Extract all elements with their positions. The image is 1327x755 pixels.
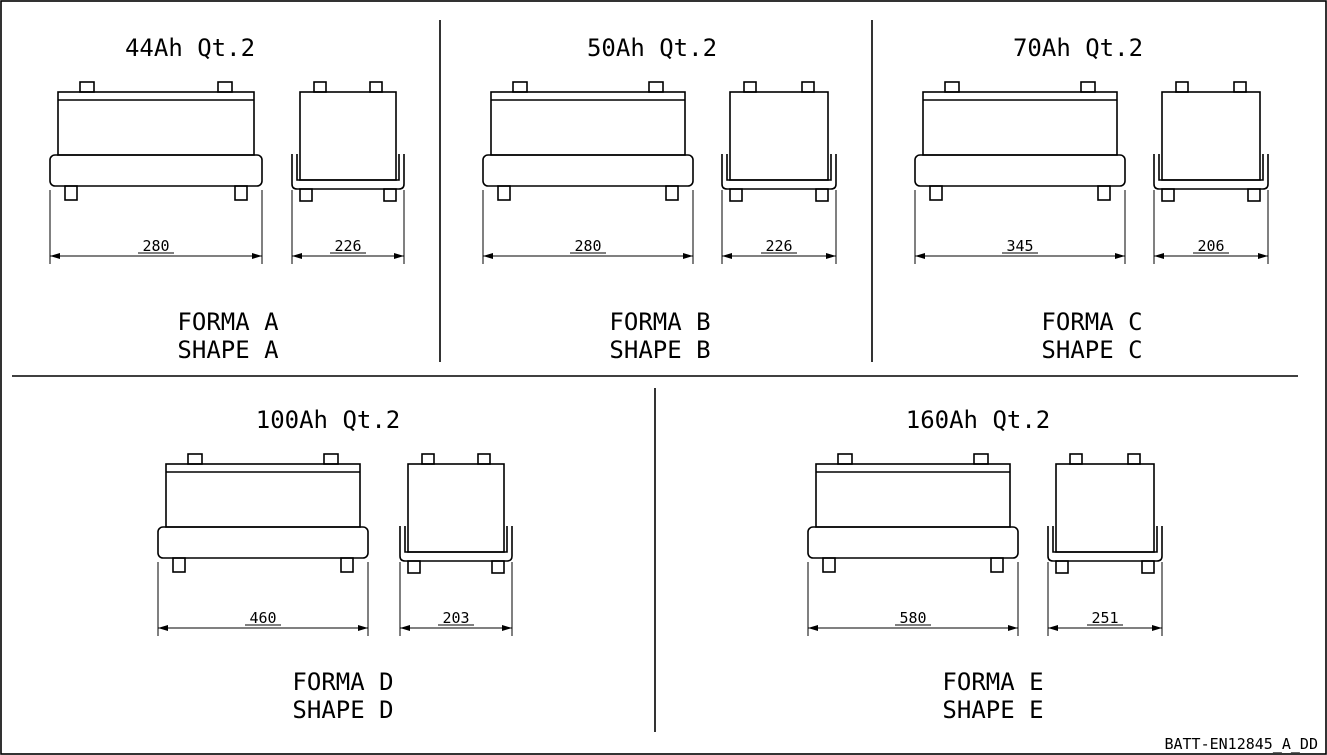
length-dimension: 345 [914, 190, 1126, 264]
capacity-title: 44Ah Qt.2 [125, 34, 255, 62]
battery-side-view [157, 453, 369, 573]
forma-label: FORMA A [177, 308, 279, 336]
forma-label: FORMA E [942, 668, 1043, 696]
length-dimension: 580 [807, 562, 1019, 636]
battery-side-view [49, 81, 263, 201]
shape-label: SHAPE B [609, 336, 710, 364]
battery-side-view [807, 453, 1019, 573]
width-dimension-value: 251 [1091, 609, 1118, 627]
forma-label: FORMA C [1041, 308, 1142, 336]
length-dimension-value: 460 [249, 609, 276, 627]
forma-label: FORMA B [609, 308, 710, 336]
length-dimension-value: 345 [1006, 237, 1033, 255]
battery-end-view [291, 81, 405, 202]
width-dimension-value: 203 [442, 609, 469, 627]
capacity-title: 100Ah Qt.2 [256, 406, 401, 434]
length-dimension-value: 280 [574, 237, 601, 255]
battery-end-view [721, 81, 837, 202]
width-dimension-value: 226 [334, 237, 361, 255]
shape-label: SHAPE C [1041, 336, 1142, 364]
width-dimension-value: 226 [765, 237, 792, 255]
width-dimension-value: 206 [1197, 237, 1224, 255]
capacity-title: 50Ah Qt.2 [587, 34, 717, 62]
width-dimension: 206 [1153, 190, 1269, 264]
battery-end-view [1047, 453, 1163, 574]
battery-side-view [914, 81, 1126, 201]
forma-label: FORMA D [292, 668, 393, 696]
drawing-code: BATT-EN12845_A_DD [1164, 735, 1318, 753]
shape-label: SHAPE A [177, 336, 279, 364]
length-dimension-value: 280 [142, 237, 169, 255]
battery-side-view [482, 81, 694, 201]
length-dimension: 280 [49, 190, 263, 264]
width-dimension: 226 [291, 190, 405, 264]
capacity-title: 160Ah Qt.2 [906, 406, 1051, 434]
length-dimension: 460 [157, 562, 369, 636]
battery-end-view [399, 453, 513, 574]
width-dimension: 203 [399, 562, 513, 636]
capacity-title: 70Ah Qt.2 [1013, 34, 1143, 62]
shape-label: SHAPE D [292, 696, 393, 724]
width-dimension: 251 [1047, 562, 1163, 636]
width-dimension: 226 [721, 190, 837, 264]
length-dimension: 280 [482, 190, 694, 264]
length-dimension-value: 580 [899, 609, 926, 627]
shape-label: SHAPE E [942, 696, 1043, 724]
battery-end-view [1153, 81, 1269, 202]
